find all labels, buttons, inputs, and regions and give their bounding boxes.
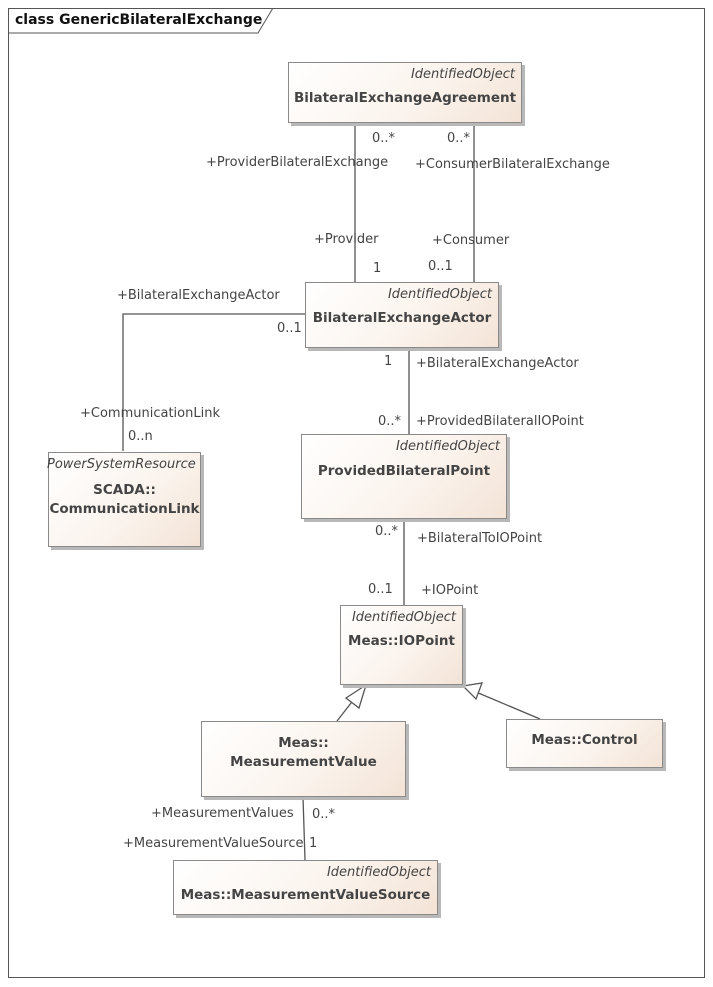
frame-title: class GenericBilateralExchange [15, 12, 263, 28]
bilateral-actor-top-label: +BilateralExchangeActor [117, 288, 280, 303]
assoc-mv-line [302, 796, 306, 861]
measurement-value-source-label: +MeasurementValueSource [123, 836, 304, 851]
class-name: BilateralExchangeAgreement [293, 90, 517, 106]
class-measurement-value-source[interactable]: IdentifiedObject Meas::MeasurementValueS… [173, 860, 438, 915]
class-name-line1: Meas:: [278, 735, 329, 751]
mvs-mult: 1 [309, 836, 318, 851]
class-io-point[interactable]: IdentifiedObject Meas::IOPoint [340, 605, 463, 685]
stereotype-label: IdentifiedObject [387, 287, 492, 302]
class-provided-bilateral-point[interactable]: IdentifiedObject ProvidedBilateralPoint [301, 434, 507, 519]
bilateral-actor-right-label: +BilateralExchangeActor [416, 356, 579, 371]
class-bilateral-exchange-agreement[interactable]: IdentifiedObject BilateralExchangeAgreem… [288, 62, 522, 123]
class-name: Meas::MeasurementValueSource [180, 887, 431, 903]
class-name: BilateralExchangeActor [312, 310, 492, 326]
stereotype-label: IdentifiedObject [395, 439, 500, 454]
io-mult: 0..1 [368, 582, 393, 597]
gen-mvalue-arrow [344, 683, 368, 710]
class-measurement-value[interactable]: Meas:: MeasurementValue [201, 721, 406, 797]
gen-control-line [475, 691, 541, 720]
class-name-line2: CommunicationLink [49, 501, 200, 517]
consumer-mult: 0..1 [428, 259, 453, 274]
stereotype-label: PowerSystemResource [47, 457, 196, 472]
stereotype-label: IdentifiedObject [410, 67, 515, 82]
class-control[interactable]: Meas::Control [506, 719, 663, 768]
io-point-label: +IOPoint [421, 583, 479, 598]
provider-mult: 1 [373, 261, 382, 276]
actor-left-mult: 0..1 [277, 321, 302, 336]
assoc-comm-line [122, 313, 305, 451]
frame-tab [8, 8, 274, 34]
provider-bilateral-label: +ProviderBilateralExchange [206, 155, 389, 170]
consumer-role-label: +Consumer [432, 233, 510, 248]
mv-mult: 0..* [312, 807, 336, 822]
measurement-values-label: +MeasurementValues [151, 806, 294, 821]
class-name-line1: SCADA:: [93, 482, 156, 498]
consumer-bilateral-label: +ConsumerBilateralExchange [415, 157, 610, 172]
provider-role-label: +Provider [314, 232, 379, 247]
class-name: Meas::IOPoint [348, 633, 455, 649]
agreement-mult-right: 0..* [447, 131, 471, 146]
agreement-mult-left: 0..* [372, 131, 396, 146]
provided-mult-top: 0..* [378, 414, 402, 429]
class-communication-link[interactable]: PowerSystemResource SCADA:: Communicatio… [47, 452, 201, 547]
actor-bottom-mult: 1 [384, 354, 393, 369]
diagram-frame [8, 8, 705, 978]
class-name: ProvidedBilateralPoint [317, 463, 491, 479]
class-bilateral-exchange-actor[interactable]: IdentifiedObject BilateralExchangeActor [305, 282, 499, 348]
gen-control-arrow [461, 682, 484, 701]
bilateral-to-io-label: +BilateralToIOPoint [417, 531, 543, 546]
class-name: Meas::Control [531, 732, 638, 748]
comm-mult: 0..n [128, 429, 153, 444]
stereotype-label: IdentifiedObject [326, 865, 431, 880]
provided-mult-bottom: 0..* [375, 524, 399, 539]
stereotype-label: IdentifiedObject [351, 610, 456, 625]
provided-io-point-label: +ProvidedBilateralIOPoint [416, 414, 584, 429]
communication-link-label: +CommunicationLink [80, 406, 220, 421]
class-name-line2: MeasurementValue [230, 754, 377, 770]
